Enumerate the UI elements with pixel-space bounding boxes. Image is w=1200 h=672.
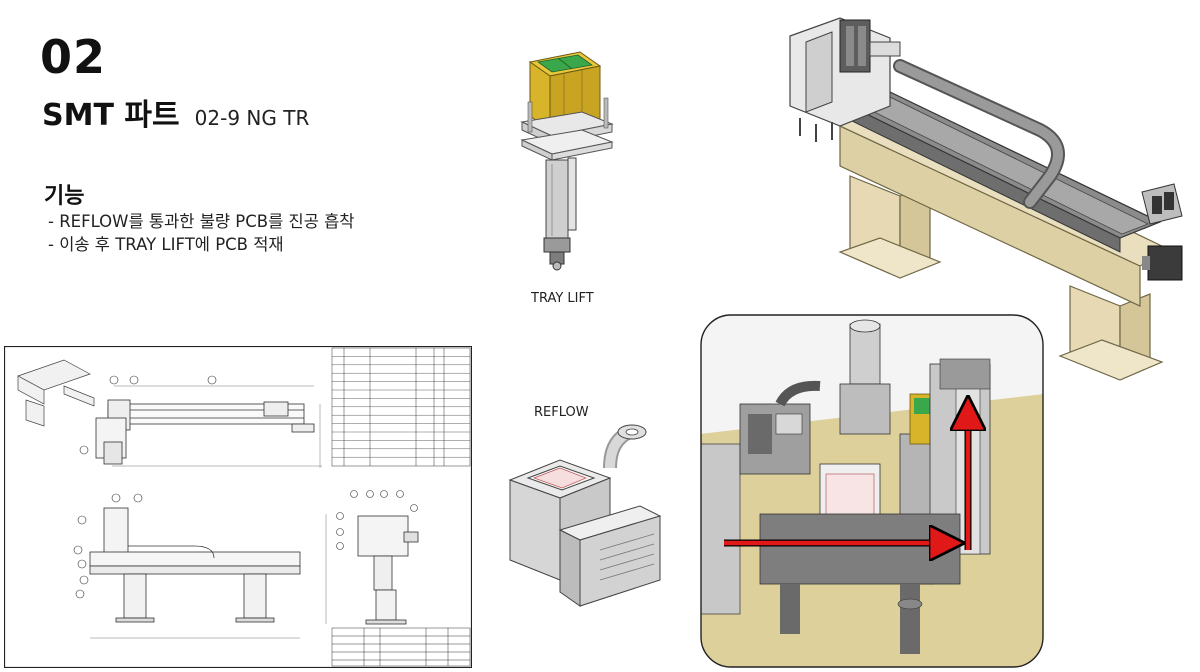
page-title: SMT 파트 <box>42 98 180 133</box>
tray-lift-illustration <box>520 51 614 271</box>
function-heading: 기능 <box>44 184 85 209</box>
reflow-caption: REFLOW <box>534 405 589 420</box>
section-number: 02 <box>40 30 107 84</box>
gantry-robot-illustration <box>789 17 1183 381</box>
function-item: - REFLOW를 통과한 불량 PCB를 진공 흡착 <box>48 212 355 231</box>
tray-lift-caption: TRAY LIFT <box>531 291 594 306</box>
page-subtitle: 02-9 NG TR <box>194 106 310 130</box>
technical-drawing <box>4 346 472 668</box>
reflow-illustration <box>508 424 662 607</box>
machine-detail-panel <box>700 314 1044 668</box>
function-item: - 이송 후 TRAY LIFT에 PCB 적재 <box>48 235 284 254</box>
title-row: SMT 파트 02-9 NG TR <box>42 90 309 134</box>
